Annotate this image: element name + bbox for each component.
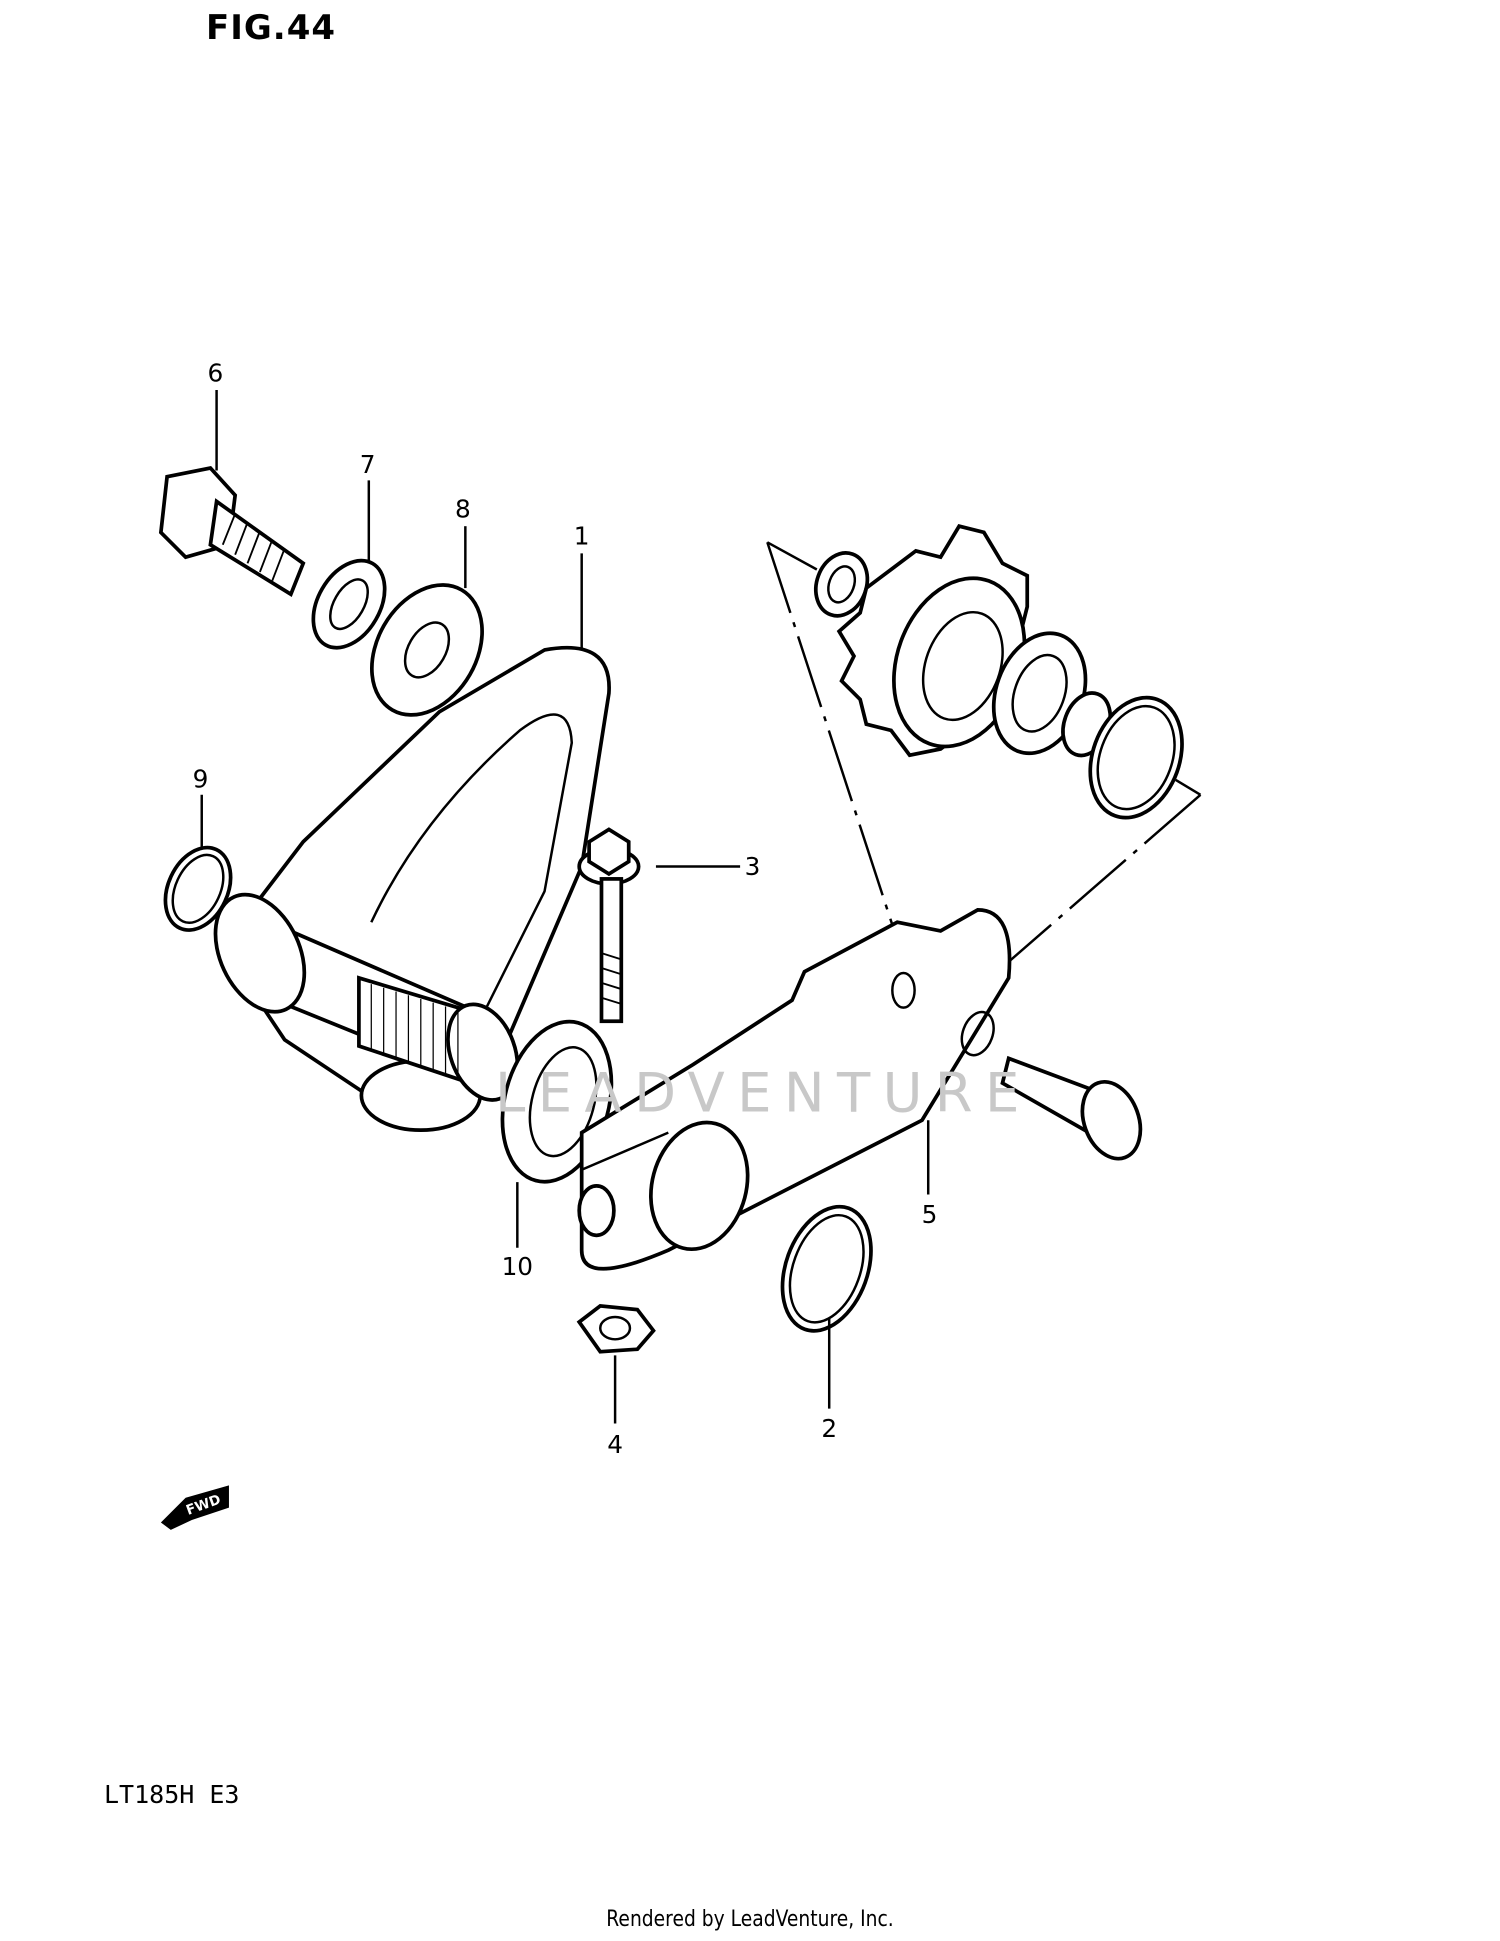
part-9-o-ring [163, 845, 233, 932]
part-4-nut [576, 1303, 656, 1354]
part-8-washer [369, 583, 484, 717]
part-6-bolt [158, 465, 306, 597]
assembly-bracket-lines [766, 541, 1202, 979]
fwd-arrow-icon: FWD [160, 1485, 229, 1530]
model-code: LT185H E3 [104, 1780, 240, 1809]
callout-3: 3 [745, 852, 761, 881]
part-1-bracket [213, 645, 611, 1133]
watermark: LEADVENTURE [495, 1061, 1032, 1125]
footer-credit: Rendered by LeadVenture, Inc. [606, 1907, 894, 1932]
callout-9: 9 [193, 764, 209, 793]
part-3-flange-bolt [577, 827, 641, 1024]
callout-1: 1 [574, 522, 590, 551]
callout-leaders [200, 390, 930, 1424]
callout-2: 2 [821, 1414, 837, 1443]
part-5-tensioner-arm [577, 907, 1012, 1271]
figure-title: FIG.44 [206, 8, 337, 48]
callout-5: 5 [922, 1200, 938, 1229]
callout-6: 6 [207, 358, 223, 387]
sprocket-assembly [813, 524, 1184, 820]
pin [1000, 1055, 1143, 1161]
callout-10: 10 [502, 1252, 533, 1281]
callout-4: 4 [607, 1430, 623, 1459]
callout-8: 8 [455, 495, 471, 524]
part-7-lock-washer [311, 558, 387, 650]
callout-7: 7 [360, 450, 376, 479]
